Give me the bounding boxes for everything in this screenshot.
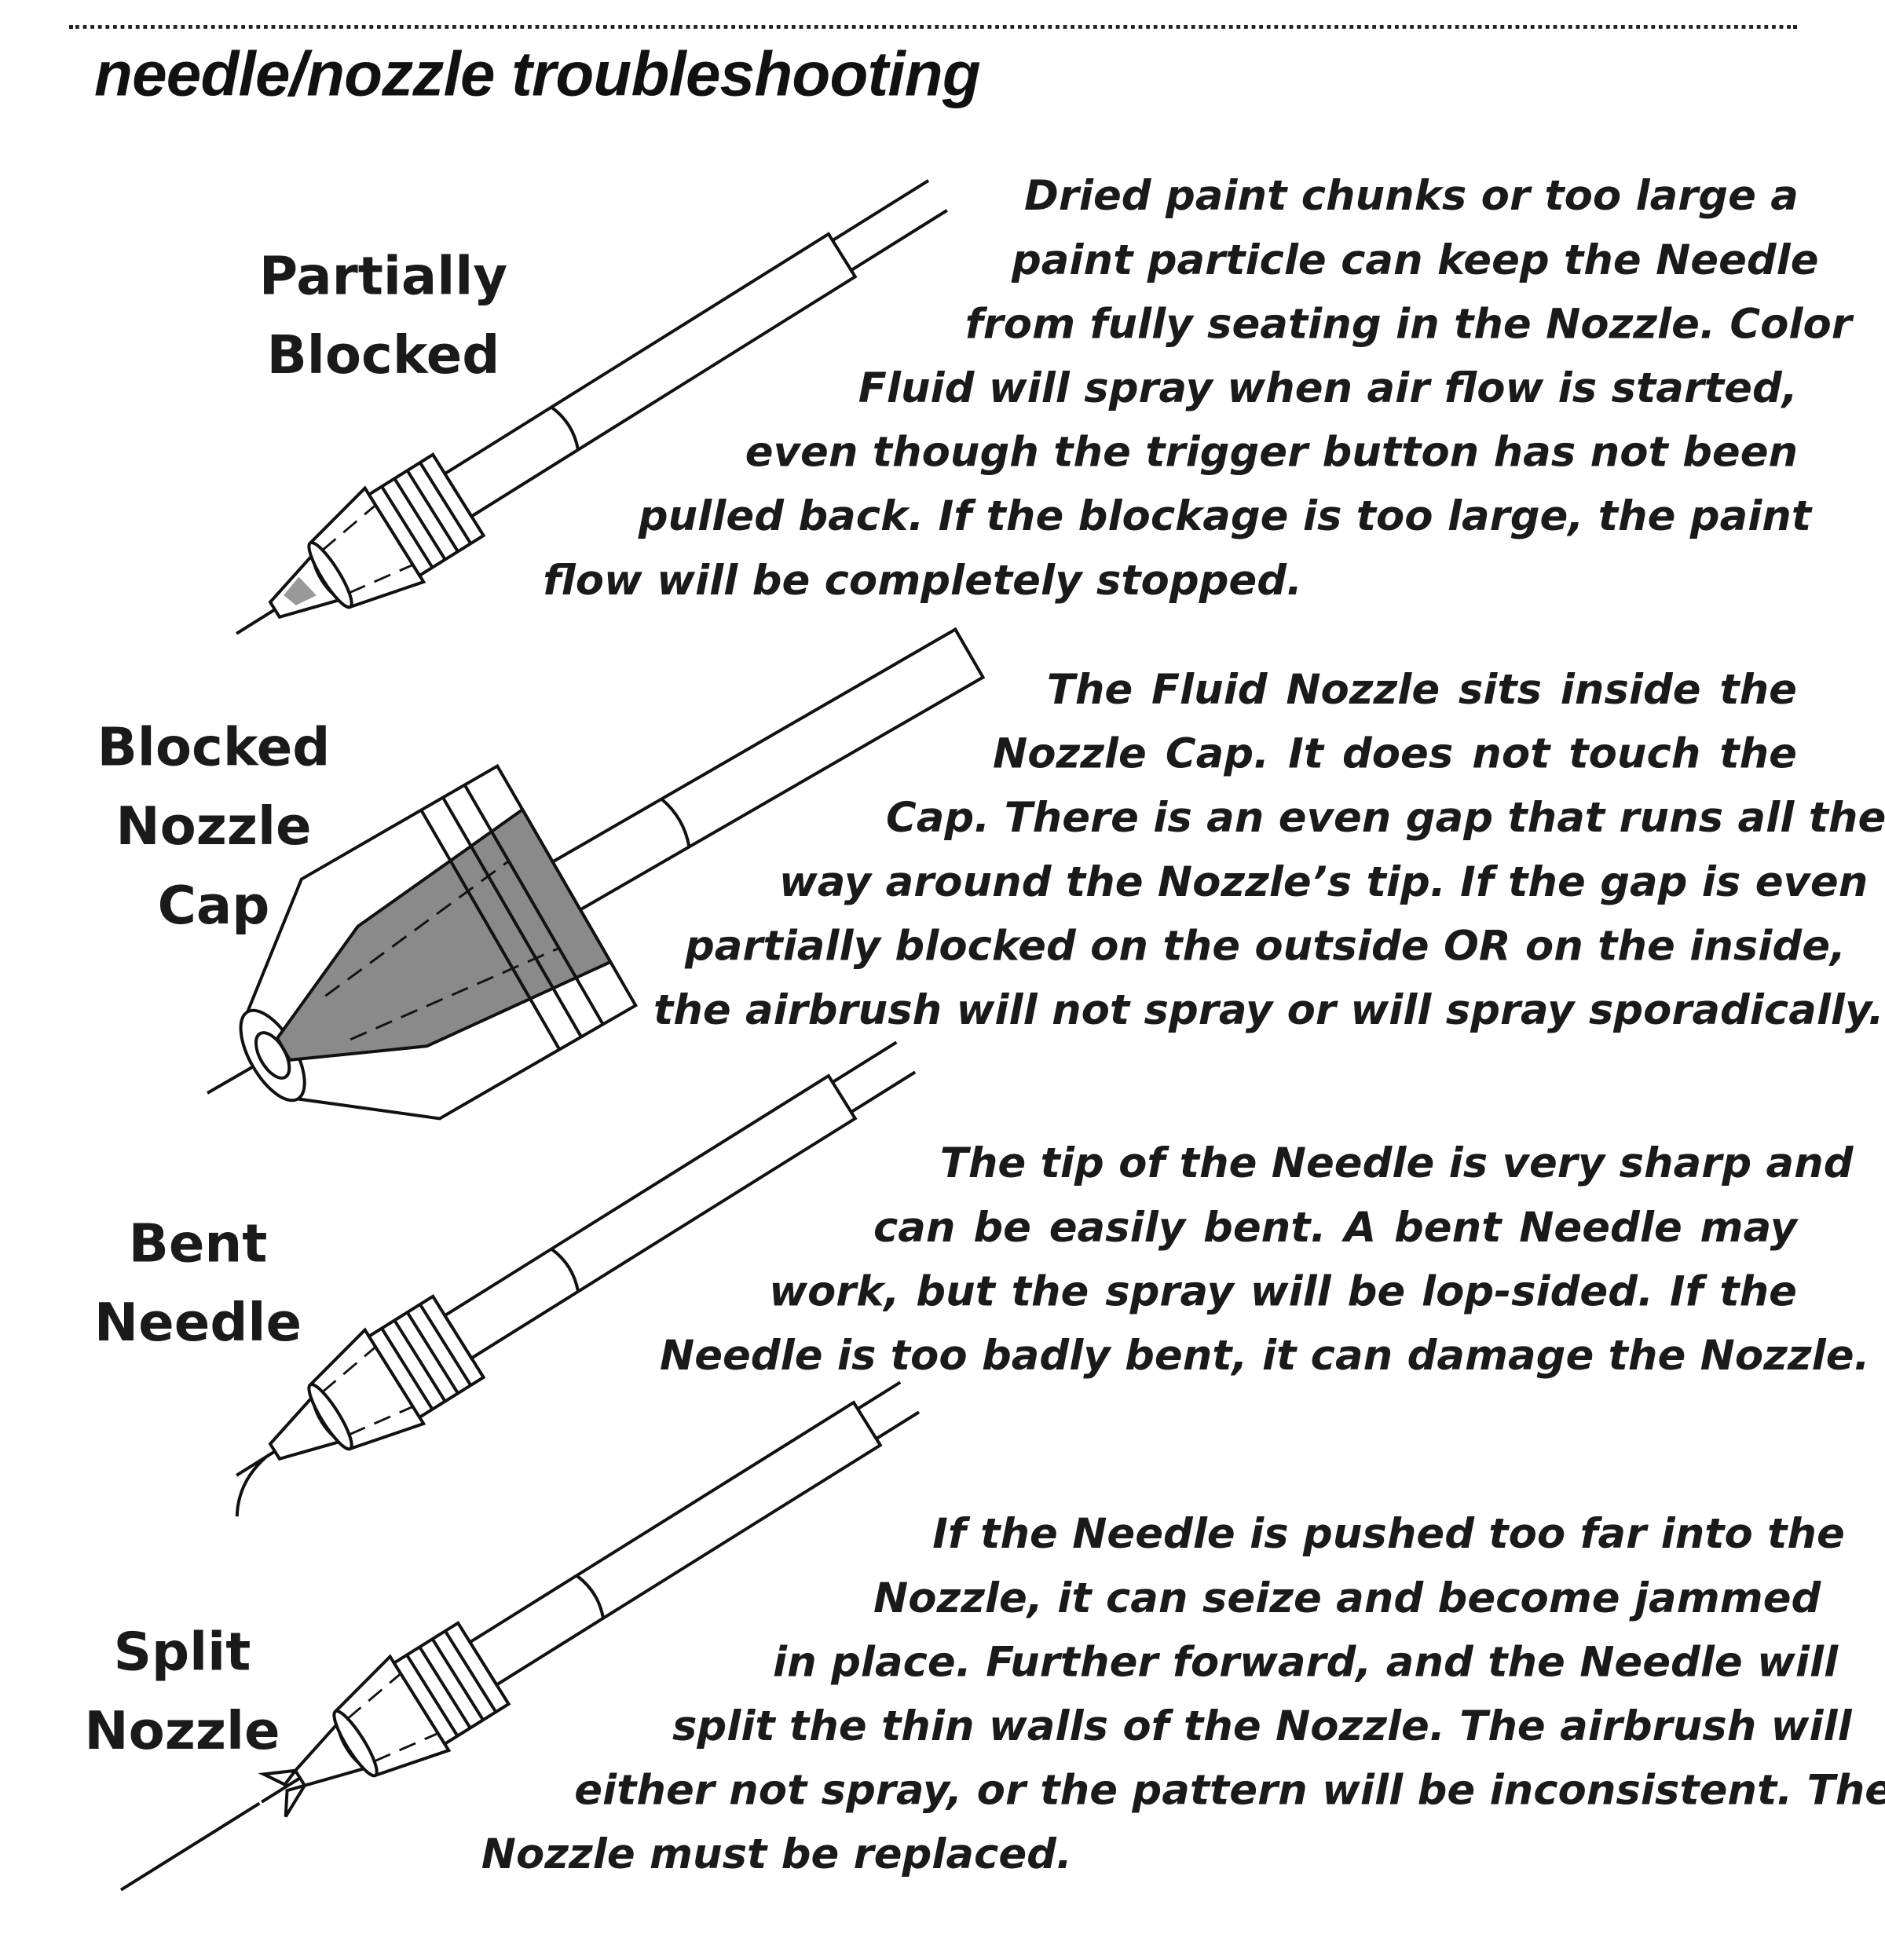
label-bent-needle: Bent Needle — [63, 1204, 333, 1362]
description-line: If the Needle is pushed too far into the — [932, 1508, 1845, 1558]
description-line: Nozzle must be replaced. — [481, 1829, 1072, 1878]
partially-blocked-nozzle-illustration — [207, 179, 948, 680]
label-line: Bent — [128, 1212, 268, 1274]
description-line: partially blocked on the outside OR on t… — [685, 920, 1847, 971]
description-line: Fluid will spray when air flow is starte… — [858, 363, 1798, 412]
label-split-nozzle: Split Nozzle — [50, 1612, 314, 1771]
label-line: Partially — [258, 245, 508, 307]
label-line: Nozzle — [115, 795, 312, 858]
page-title: needle/nozzle troubleshooting — [94, 38, 981, 110]
description-line: Nozzle, it can seize and become jammed — [873, 1573, 1821, 1622]
label-line: Split — [113, 1621, 251, 1683]
label-line: Nozzle — [84, 1699, 280, 1762]
description-line: way around the Nozzle’s tip. If the gap … — [779, 857, 1869, 906]
label-line: Blocked — [97, 716, 331, 778]
description-line: Needle is too badly bent, it can damage … — [660, 1330, 1870, 1380]
dotted-divider — [69, 25, 1797, 29]
description-line: Nozzle Cap. It does not touch the — [993, 729, 1797, 778]
description-line: in place. Further forward, and the Needl… — [773, 1636, 1839, 1687]
label-line: Cap — [157, 874, 270, 936]
description-line: flow will be completely stopped. — [543, 555, 1303, 605]
label-partially-blocked: Partially Blocked — [251, 236, 515, 395]
bent-needle-illustration — [189, 1040, 917, 1534]
description-line: Dried paint chunks or too large a — [1024, 170, 1799, 220]
description-line: The Fluid Nozzle sits inside the — [1046, 664, 1797, 714]
description-line: pulled back. If the blockage is too larg… — [638, 491, 1812, 540]
description-line: Cap. There is an even gap that runs all … — [886, 792, 1885, 842]
blocked-nozzle-cap-illustration — [207, 627, 986, 1121]
label-blocked-nozzle-cap: Blocked Nozzle Cap — [75, 708, 352, 945]
description-line: from fully seating in the Nozzle. Color — [964, 298, 1852, 349]
split-nozzle-illustration — [119, 1351, 921, 1892]
description-line: work, but the spray will be lop-sided. I… — [769, 1266, 1798, 1316]
description-line: split the thin walls of the Nozzle. The … — [672, 1701, 1852, 1750]
description-line: paint particle can keep the Needle — [1012, 235, 1819, 284]
label-line: Blocked — [266, 324, 500, 386]
description-line: either not spray, or the pattern will be… — [574, 1765, 1885, 1815]
label-line: Needle — [93, 1291, 302, 1354]
description-line: even though the trigger button has not b… — [745, 427, 1799, 477]
description-line: can be easily bent. A bent Needle may — [873, 1202, 1797, 1252]
description-line: the airbrush will not spray or will spra… — [653, 985, 1884, 1034]
description-line: The tip of the Needle is very sharp and — [939, 1138, 1854, 1187]
